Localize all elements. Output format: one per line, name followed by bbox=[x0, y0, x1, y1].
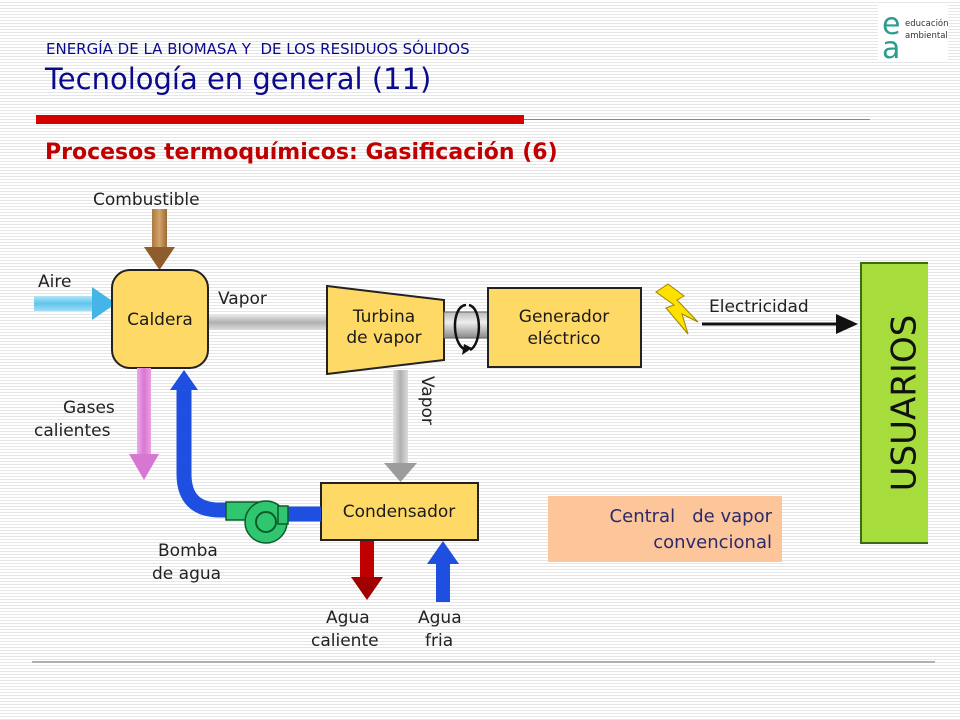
caption-line2: convencional bbox=[653, 532, 772, 553]
label-aire: Aire bbox=[38, 272, 71, 292]
condensador-label: Condensador bbox=[343, 502, 456, 522]
caldera-label: Caldera bbox=[127, 310, 193, 330]
logo-word-ambiental: ambiental bbox=[905, 31, 948, 41]
header-kicker: ENERGÍA DE LA BIOMASA Y DE LOS RESIDUOS … bbox=[46, 40, 470, 58]
logo-word-educacion: educación bbox=[905, 18, 948, 29]
turbina-label-line2: de vapor bbox=[346, 328, 421, 348]
label-agua-caliente-line2: caliente bbox=[311, 631, 379, 651]
generador-label-line1: Generador bbox=[519, 307, 609, 327]
label-vapor-vertical: Vapor bbox=[417, 376, 437, 425]
air-arrow bbox=[34, 287, 116, 320]
caption-box: Central de vapor convencional bbox=[548, 496, 782, 562]
generador-box bbox=[487, 287, 642, 368]
section-title: Procesos termoquímicos: Gasificación (6) bbox=[45, 140, 558, 165]
generador-label-line2: eléctrico bbox=[527, 329, 600, 349]
lightning-bolt-icon bbox=[655, 283, 699, 335]
rotation-arrow-icon bbox=[453, 303, 481, 355]
hot-water-arrow bbox=[351, 541, 383, 600]
electricity-arrow bbox=[702, 314, 858, 334]
label-agua-caliente-line1: Agua bbox=[326, 608, 370, 628]
turbine-shaft bbox=[443, 311, 489, 339]
label-agua-fria-line1: Agua bbox=[418, 608, 462, 628]
label-gases-line1: Gases bbox=[63, 398, 115, 418]
label-combustible: Combustible bbox=[93, 190, 200, 210]
fuel-arrow bbox=[144, 209, 175, 270]
cold-water-arrow bbox=[427, 541, 459, 602]
caption-line1: Central de vapor bbox=[609, 506, 772, 527]
logo-letter-a: a bbox=[882, 31, 900, 60]
header-divider bbox=[524, 119, 870, 120]
turbina-box bbox=[326, 284, 445, 376]
usuarios-box bbox=[860, 262, 928, 544]
usuarios-label: USUARIOS bbox=[885, 315, 925, 492]
educacion-ambiental-logo: e a educación ambiental bbox=[878, 4, 948, 60]
pump-icon bbox=[225, 500, 289, 544]
footer-divider bbox=[32, 661, 935, 663]
water-return-loop bbox=[170, 370, 321, 522]
turbina-label-line1: Turbina bbox=[352, 307, 415, 327]
label-gases-line2: calientes bbox=[34, 421, 111, 441]
label-agua-fria-line2: fria bbox=[425, 631, 453, 651]
accent-bar bbox=[36, 115, 524, 124]
page-title: Tecnología en general (11) bbox=[45, 62, 432, 96]
hot-gases-arrow bbox=[129, 368, 159, 480]
steam-plant-diagram: Combustible Aire Caldera Vapor Turbina d… bbox=[34, 190, 928, 651]
label-electricidad: Electricidad bbox=[709, 297, 809, 317]
steam-arrow-vertical bbox=[384, 370, 417, 482]
condensador-box bbox=[320, 482, 479, 541]
label-bomba-line2: de agua bbox=[152, 564, 221, 584]
label-bomba-line1: Bomba bbox=[158, 541, 218, 561]
label-vapor-horizontal: Vapor bbox=[218, 289, 267, 309]
caldera-box bbox=[111, 269, 209, 369]
logo-letter-e: e bbox=[882, 7, 900, 42]
